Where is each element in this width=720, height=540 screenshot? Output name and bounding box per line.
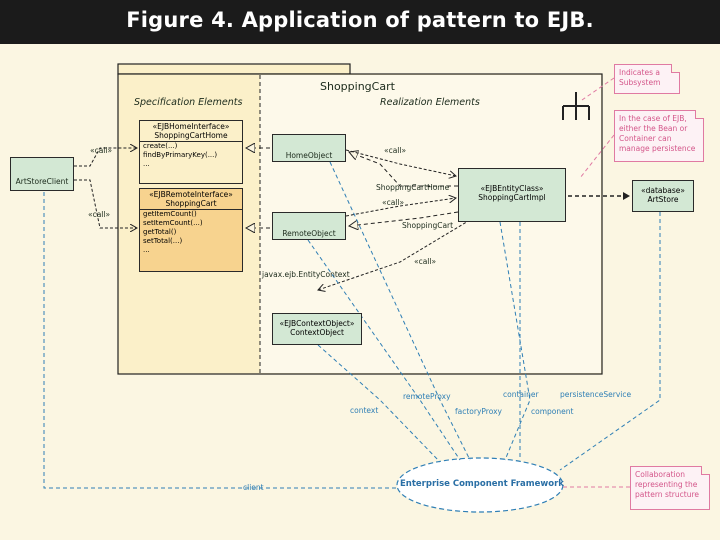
- remote-interface-name: ShoppingCart: [165, 199, 217, 208]
- home-object-box[interactable]: HomeObject: [272, 134, 346, 162]
- note-persistence-text: In the case of EJB, either the Bean or C…: [619, 114, 696, 153]
- role-context: context: [350, 406, 379, 415]
- role-component: component: [531, 407, 574, 416]
- client-box[interactable]: ArtStoreClient: [10, 157, 74, 191]
- database-name: ArtStore: [647, 195, 679, 204]
- edge-client-remote: [74, 179, 137, 228]
- database-stereotype: «database»: [641, 186, 685, 195]
- role-line-factoryproxy: [329, 161, 471, 461]
- edge-entity-remote-realizes: [349, 211, 459, 226]
- edge-client-home: [74, 148, 137, 167]
- home-op: ...: [143, 160, 150, 168]
- role-persistence: persistenceService: [560, 390, 632, 399]
- note-collaboration: Collaboration representing the pattern s…: [630, 466, 710, 510]
- subsystem-name: ShoppingCart: [320, 80, 395, 93]
- remote-interface-ops: getItemCount() setItemCount(...) getTota…: [140, 210, 242, 271]
- edge-homeobject-entity: [345, 149, 456, 176]
- home-interface-box[interactable]: «EJBHomeInterface» ShoppingCartHome crea…: [139, 120, 243, 184]
- role-line-persistence: [559, 212, 661, 471]
- client-label: ArtStoreClient: [15, 177, 69, 186]
- subsystem-fork-icon: [562, 92, 590, 120]
- edge-label-call: «call»: [90, 146, 113, 155]
- note-subsystem-text: Indicates a Subsystem: [619, 68, 661, 87]
- edge-label-call: «call»: [382, 198, 405, 207]
- remote-op: setItemCount(...): [143, 219, 203, 227]
- edge-label-call: «call»: [88, 210, 111, 219]
- edge-remoteobject-entity: [345, 198, 456, 217]
- note-fold-icon: [701, 466, 710, 475]
- real-heading: Realization Elements: [380, 97, 480, 108]
- database-box[interactable]: «database» ArtStore: [632, 180, 694, 212]
- remote-op: setTotal(...): [143, 237, 183, 245]
- framework-ellipse: [396, 457, 564, 513]
- note-collaboration-text: Collaboration representing the pattern s…: [635, 470, 699, 499]
- note-fold-icon: [671, 64, 680, 73]
- note-line-persistence: [579, 134, 615, 179]
- remote-op: ...: [143, 246, 150, 254]
- subsystem-tab: [117, 63, 351, 75]
- entity-class-name: ShoppingCartImpl: [478, 193, 546, 202]
- context-object-name: ContextObject: [290, 328, 344, 337]
- remote-op: getTotal(): [143, 228, 177, 236]
- edge-entity-home-realizes: [349, 152, 458, 187]
- role-line-context: [317, 344, 441, 463]
- role-remoteproxy: remoteProxy: [403, 392, 451, 401]
- home-interface-header: «EJBHomeInterface» ShoppingCartHome: [140, 121, 242, 142]
- entity-class-stereotype: «EJBEntityClass»: [480, 184, 544, 193]
- role-container: container: [503, 390, 539, 399]
- figure-title: Figure 4. Application of pattern to EJB.: [126, 8, 594, 32]
- note-fold-icon: [695, 110, 704, 119]
- note-persistence: In the case of EJB, either the Bean or C…: [614, 110, 704, 162]
- home-interface-stereotype: «EJBHomeInterface»: [152, 122, 230, 131]
- edge-entity-context: [318, 219, 471, 290]
- edge-label-shoppingcart: ShoppingCart: [402, 221, 454, 230]
- remote-interface-stereotype: «EJBRemoteInterface»: [149, 190, 233, 199]
- framework-label: Enterprise Component Framework: [400, 479, 564, 489]
- context-object-stereotype: «EJBContextObject»: [279, 319, 355, 328]
- remote-interface-box[interactable]: «EJBRemoteInterface» ShoppingCart getIte…: [139, 188, 243, 272]
- remote-interface-header: «EJBRemoteInterface» ShoppingCart: [140, 189, 242, 210]
- remote-object-label: RemoteObject: [282, 229, 336, 238]
- home-interface-name: ShoppingCartHome: [154, 131, 228, 140]
- remote-object-box[interactable]: RemoteObject: [272, 212, 346, 240]
- entity-class-box[interactable]: «EJBEntityClass» ShoppingCartImpl: [458, 168, 566, 222]
- spec-heading: Specification Elements: [134, 97, 243, 108]
- note-subsystem: Indicates a Subsystem: [614, 64, 680, 94]
- role-client: client: [243, 483, 264, 492]
- home-op: findByPrimaryKey(...): [143, 151, 218, 159]
- home-object-label: HomeObject: [285, 151, 333, 160]
- remote-op: getItemCount(): [143, 210, 197, 218]
- context-object-box[interactable]: «EJBContextObject» ContextObject: [272, 313, 362, 345]
- edge-label-context-role: javax.ejb.EntityContext: [262, 270, 350, 279]
- role-line-client: [43, 192, 397, 489]
- title-bar: Figure 4. Application of pattern to EJB.: [0, 0, 720, 44]
- role-factoryproxy: factoryProxy: [455, 407, 502, 416]
- home-op: create(...): [143, 142, 178, 150]
- edge-label-call: «call»: [414, 257, 437, 266]
- edge-label-call: «call»: [384, 146, 407, 155]
- role-line-remoteproxy: [307, 239, 461, 461]
- edge-label-shoppingcarthome: ShoppingCartHome: [376, 183, 450, 192]
- home-interface-ops: create(...) findByPrimaryKey(...) ...: [140, 142, 242, 169]
